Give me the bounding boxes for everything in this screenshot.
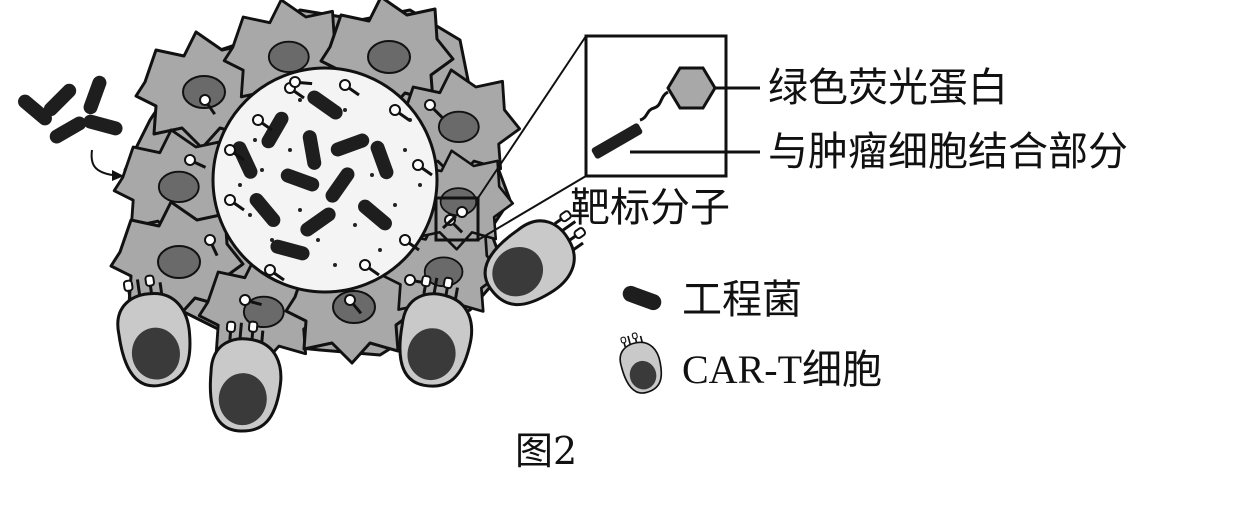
zoom-source-molecule: [441, 206, 468, 230]
label-target-molecule: 靶标分子: [570, 185, 730, 231]
tumor-core: [211, 66, 439, 294]
tumor-mass: [109, 0, 522, 367]
figure-caption: 图2: [515, 429, 578, 473]
label-green-fluorescent-protein: 绿色荧光蛋白: [768, 65, 1008, 111]
bacterium: [40, 80, 80, 120]
target-molecule-icon: [591, 66, 717, 159]
legend-bacteria-label: 工程菌: [682, 277, 802, 323]
inset-leaders: [630, 86, 760, 154]
bacterium: [47, 113, 89, 147]
label-tumor-binding-part: 与肿瘤细胞结合部分: [768, 129, 1128, 175]
legend-car-t-label: CAR-T细胞: [682, 347, 882, 392]
zoom-source-box: [434, 196, 480, 242]
bacterium: [81, 113, 125, 137]
entry-arrow: [90, 149, 124, 181]
legend-bacteria-icon: [622, 285, 662, 311]
free-bacteria: [15, 73, 125, 147]
bacterium: [81, 73, 109, 117]
inset-box: [584, 34, 728, 178]
zoom-lines: [477, 35, 587, 241]
legend-car-t-icon: [612, 327, 668, 398]
